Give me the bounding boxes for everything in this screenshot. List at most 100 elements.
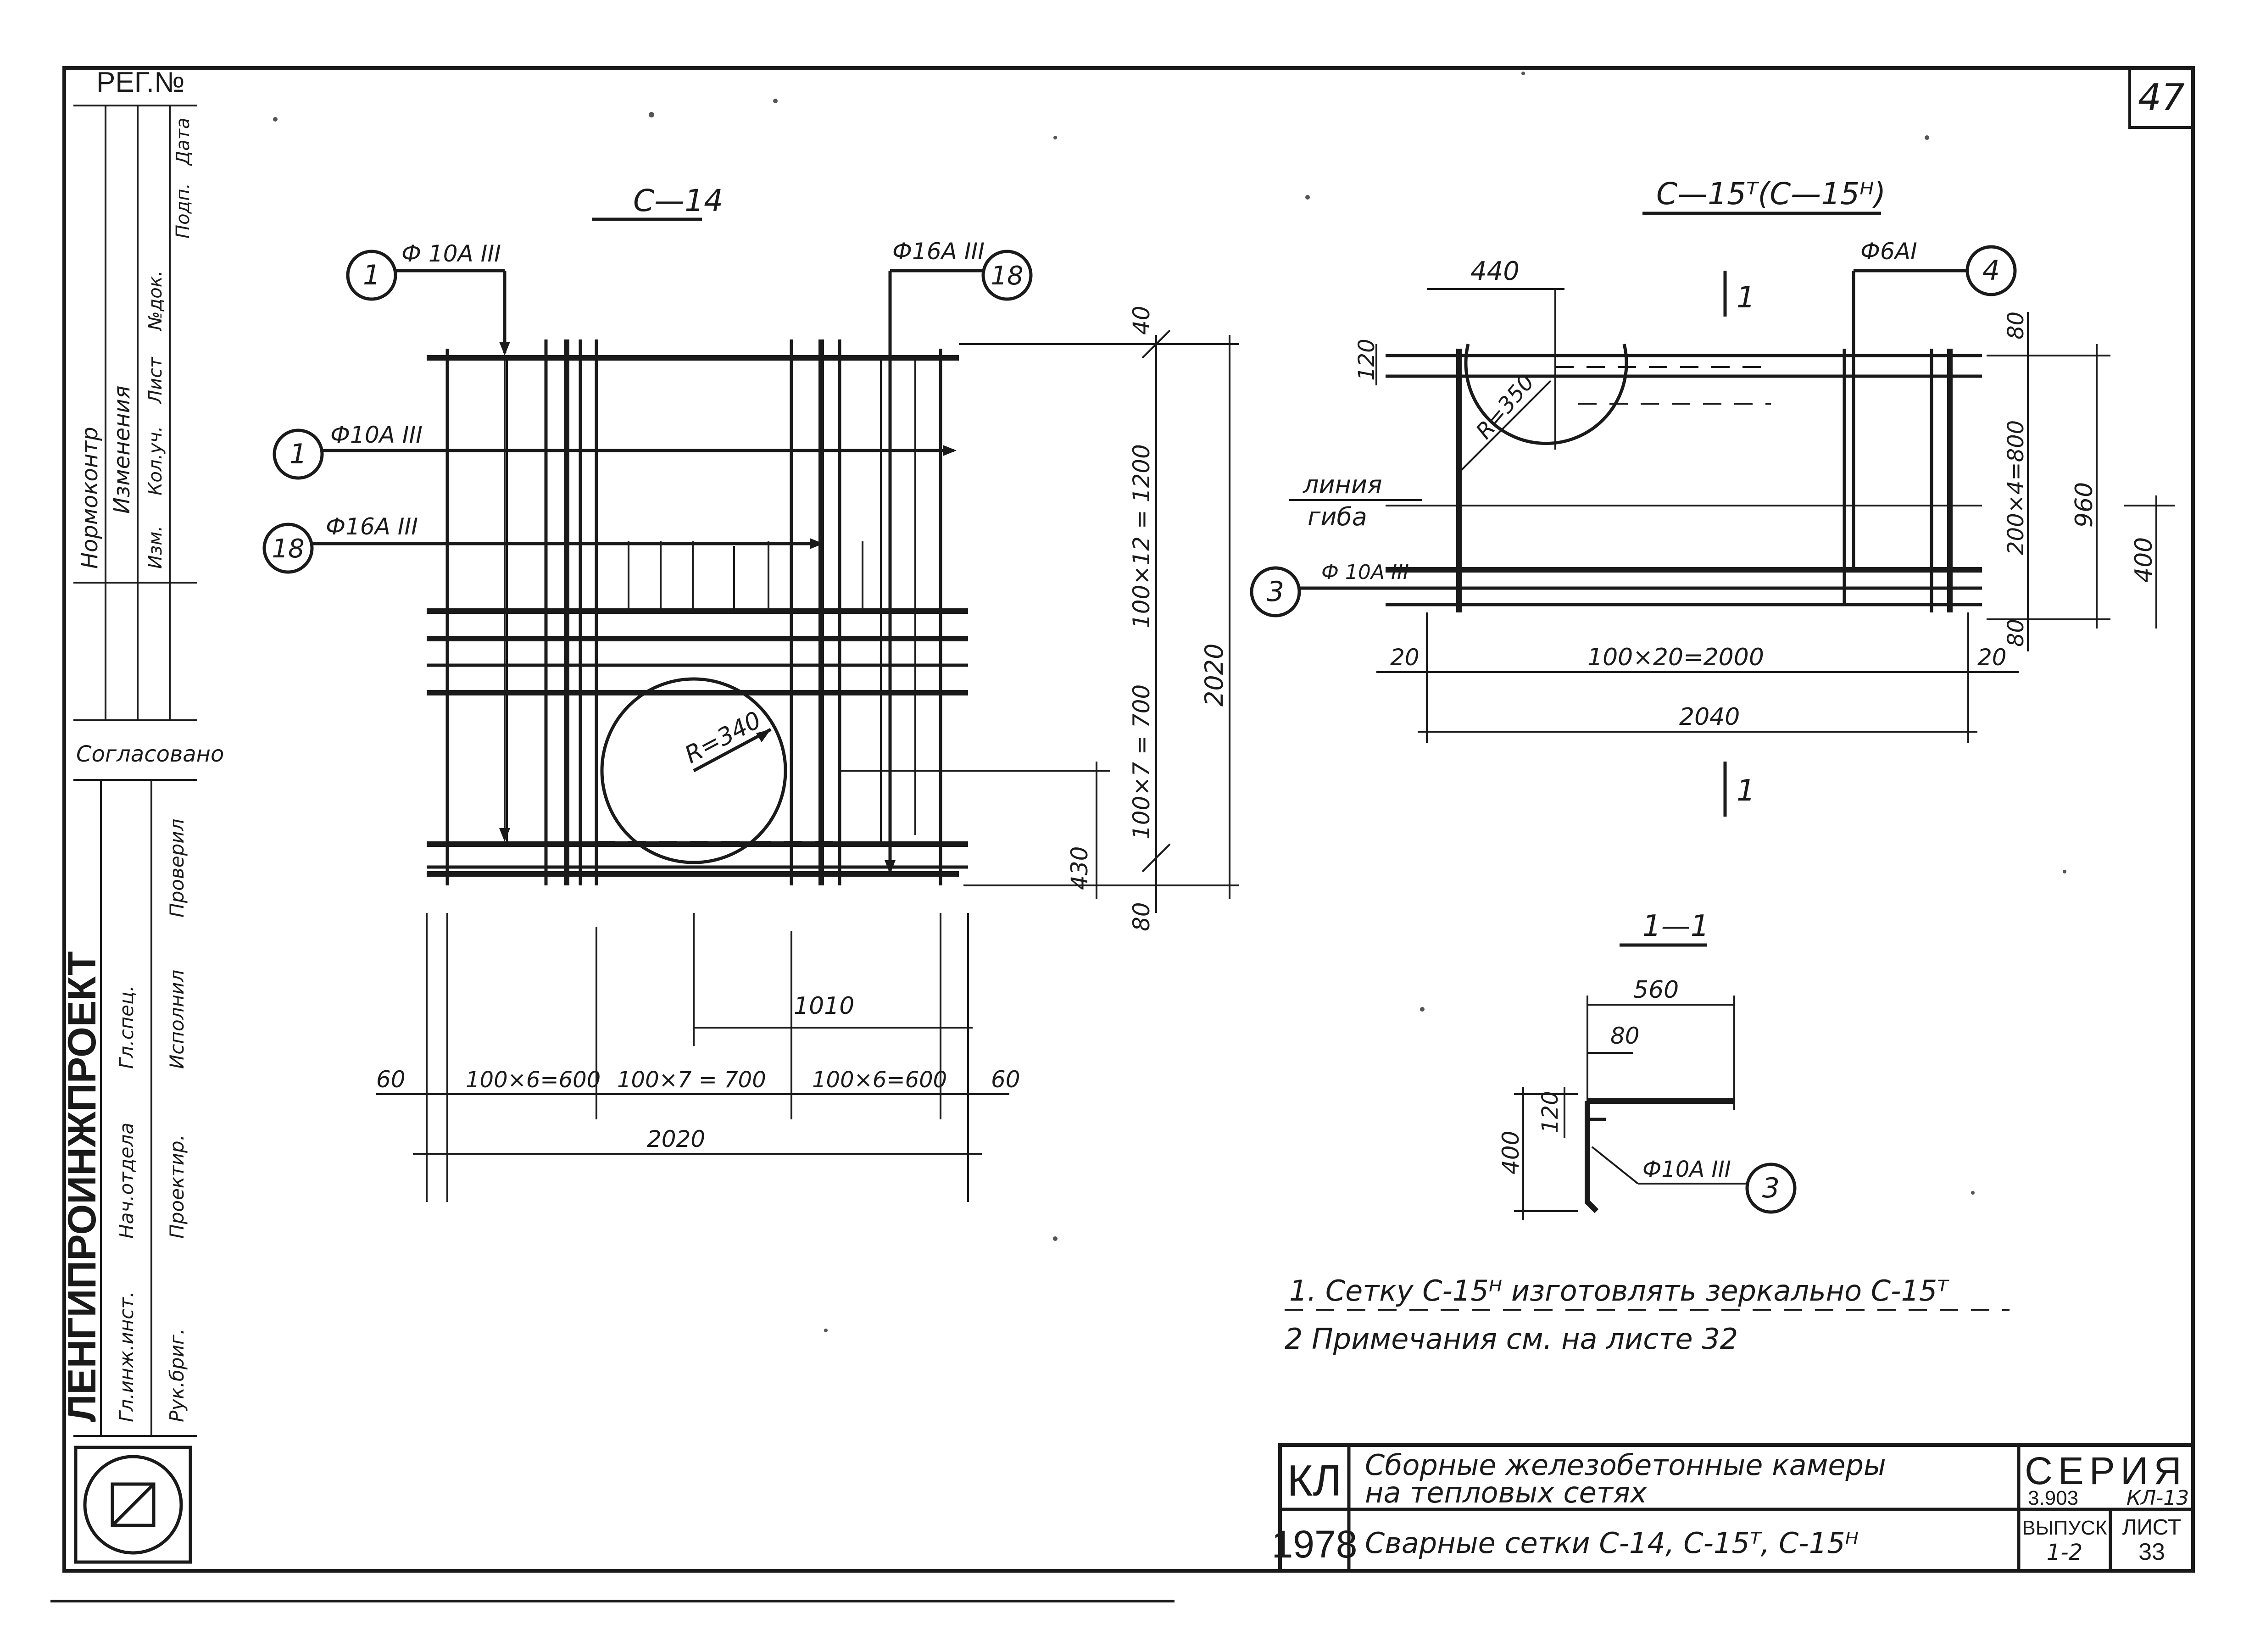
c14-callout-1-top: [346, 250, 397, 301]
c14-dim-seg2: 100×7 = 700: [617, 1067, 766, 1093]
org-emblem: [74, 1446, 192, 1564]
reg-no-label: РЕГ.№: [96, 67, 184, 98]
c14-dim-bottom-off: 80: [1128, 902, 1155, 931]
rev-header-changes: Изменения: [109, 385, 135, 514]
svg-text:3: 3: [1762, 1172, 1780, 1204]
svg-text:18: 18: [991, 261, 1023, 291]
c15-arc: [1464, 344, 1628, 445]
section-title: 1—1: [1642, 909, 1709, 943]
tb-sheet-value: 33: [2138, 1539, 2165, 1565]
tb-series-label: СЕРИЯ: [2025, 1449, 2187, 1492]
note-2: 2 Примечания см. на листе 32: [1285, 1322, 1738, 1356]
c14-callout-18-label: Ф16А III: [892, 238, 985, 265]
svg-text:18: 18: [272, 534, 304, 564]
rev-header-list: Лист: [145, 356, 166, 405]
rev-header-norm: Нормоконтр: [77, 427, 103, 569]
c14-dim-seg1: 100×6=600: [466, 1067, 601, 1093]
tb-title-line1: Сборные железобетонные камеры: [1365, 1448, 1886, 1482]
c15-callout-4-label: Ф6АI: [1860, 238, 1917, 265]
org-name: ЛЕНГИПРОИНЖПРОЕКТ: [60, 951, 104, 1422]
tb-sheet-label: ЛИСТ: [2122, 1515, 2181, 1540]
c15-dim-arc-top: 120: [1354, 339, 1380, 381]
c14-callout-18-top: [981, 250, 1033, 301]
svg-text:3: 3: [1267, 576, 1284, 608]
c15-dim-arc-width: 440: [1470, 256, 1520, 286]
tb-subtitle: Сварные сетки С-14, С-15ᵀ, С-15ᴴ: [1365, 1526, 1859, 1560]
c15-dim-vert-span: 200×4=800: [2003, 420, 2029, 555]
title-block: КЛ 1978 Сборные железобетонные камеры на…: [1272, 1443, 2195, 1573]
notes: 1. Сетку С-15ᴴ изготовлять зеркально С-1…: [1285, 1274, 2010, 1356]
approval-0: Гл.инж.инст.: [115, 1291, 138, 1422]
c14-callout-1-left: [273, 428, 324, 480]
c14-dim-top: 40: [1128, 306, 1155, 335]
c15-dim-lower-part: 400: [2130, 537, 2158, 583]
c14-title: С—14: [633, 183, 723, 218]
tb-series-code: КЛ-13: [2127, 1486, 2189, 1510]
tb-title-line2: на тепловых сетях: [1365, 1476, 1648, 1509]
c15-dim-total-width: 2040: [1679, 703, 1740, 731]
c15-callout-3: [1250, 566, 1301, 617]
c15-dim-right-edge: 20: [1977, 644, 2007, 671]
svg-text:1: 1: [1737, 774, 1755, 808]
c14-callout-1-left-label: Ф10А III: [330, 422, 423, 448]
c14-radius-line: [693, 728, 772, 773]
drawing-c15: С—15ᵀ(С—15ᴴ) 1 1 R=350 440 120 линия гиб…: [1250, 176, 2175, 817]
c14-dim-total-width: 2020: [647, 1126, 705, 1152]
section-callout-3: [1745, 1163, 1797, 1214]
approval-6: Проверил: [166, 819, 188, 918]
page-corner-box: [2128, 67, 2194, 129]
approval-3: Рук.бриг.: [166, 1329, 188, 1422]
approval-4: Проектир.: [166, 1135, 188, 1239]
c15-dim-left-edge: 20: [1390, 644, 1420, 671]
rev-header-izm: Изм.: [145, 526, 166, 569]
c15-callout-3-label: Ф 10А III: [1321, 561, 1409, 584]
rev-header-doc: №док.: [145, 270, 166, 331]
section-dim-height: 400: [1497, 1131, 1524, 1174]
svg-text:1: 1: [363, 259, 380, 291]
page-corner-number: 47: [2138, 76, 2185, 119]
tb-code: КЛ: [1287, 1456, 1342, 1505]
scan-noise: [273, 72, 2066, 1332]
note-1: 1. Сетку С-15ᴴ изготовлять зеркально С-1…: [1289, 1274, 1949, 1307]
c14-dim-total-height: 2020: [1200, 644, 1229, 706]
section-dim-width: 560: [1633, 976, 1679, 1004]
left-stamp: РЕГ.№ Нормоконтр Изменения Изм. Кол.уч. …: [60, 67, 224, 1571]
approved-label: Согласовано: [76, 741, 224, 767]
approval-1: Нач.отдела: [115, 1123, 138, 1239]
c14-dim-hole-offset: 430: [1066, 846, 1093, 890]
section-callout-label: Ф10А III: [1642, 1157, 1731, 1182]
c14-opening: [600, 677, 787, 864]
tb-issue-value: 1-2: [2047, 1540, 2082, 1565]
c15-bend-line-1: линия: [1303, 470, 1382, 499]
c15-dim-bottom-off: 80: [2003, 619, 2029, 647]
c14-dim-lower-span: 100×7 = 700: [1128, 684, 1155, 840]
c14-dim-center-off: 1010: [794, 992, 854, 1020]
c14-dim-upper-span: 100×12 = 1200: [1128, 444, 1155, 629]
section-1-1: 1—1 560 80 400 120 3 Ф10А III: [1497, 909, 1797, 1220]
drawing-c14: С—14 R=340: [262, 183, 1239, 1202]
svg-text:1: 1: [1737, 281, 1755, 315]
tb-year: 1978: [1272, 1523, 1358, 1566]
section-dim-inner: 80: [1610, 1023, 1640, 1049]
rev-header-date: Дата: [173, 117, 194, 166]
c15-dim-top-off: 80: [2003, 311, 2029, 339]
svg-text:1: 1: [289, 438, 307, 470]
tb-series-value: 3.903: [2028, 1487, 2078, 1509]
tb-issue-label: ВЫПУСК: [2022, 1517, 2107, 1539]
c15-dim-total-height: 960: [2071, 482, 2098, 528]
svg-text:4: 4: [1982, 255, 2000, 287]
section-dim-step: 120: [1537, 1091, 1563, 1133]
c14-dim-right-edge: 60: [991, 1066, 1020, 1093]
c15-bend-line-2: гиба: [1308, 502, 1367, 531]
c15-dim-horiz-span: 100×20=2000: [1587, 644, 1764, 671]
c15-title: С—15ᵀ(С—15ᴴ): [1656, 176, 1886, 211]
section-bar-vertical: [1585, 1101, 1599, 1213]
rev-header-sign: Подп.: [173, 183, 194, 239]
c14-callout-1-label: Ф 10А III: [401, 240, 501, 267]
c14-callout-18-left-label: Ф16А III: [326, 513, 418, 540]
approval-2: Гл.спец.: [115, 985, 138, 1069]
approval-5: Исполнил: [166, 970, 188, 1069]
c14-callout-18-left: [262, 523, 314, 574]
c14-dim-left-edge: 60: [376, 1066, 406, 1093]
